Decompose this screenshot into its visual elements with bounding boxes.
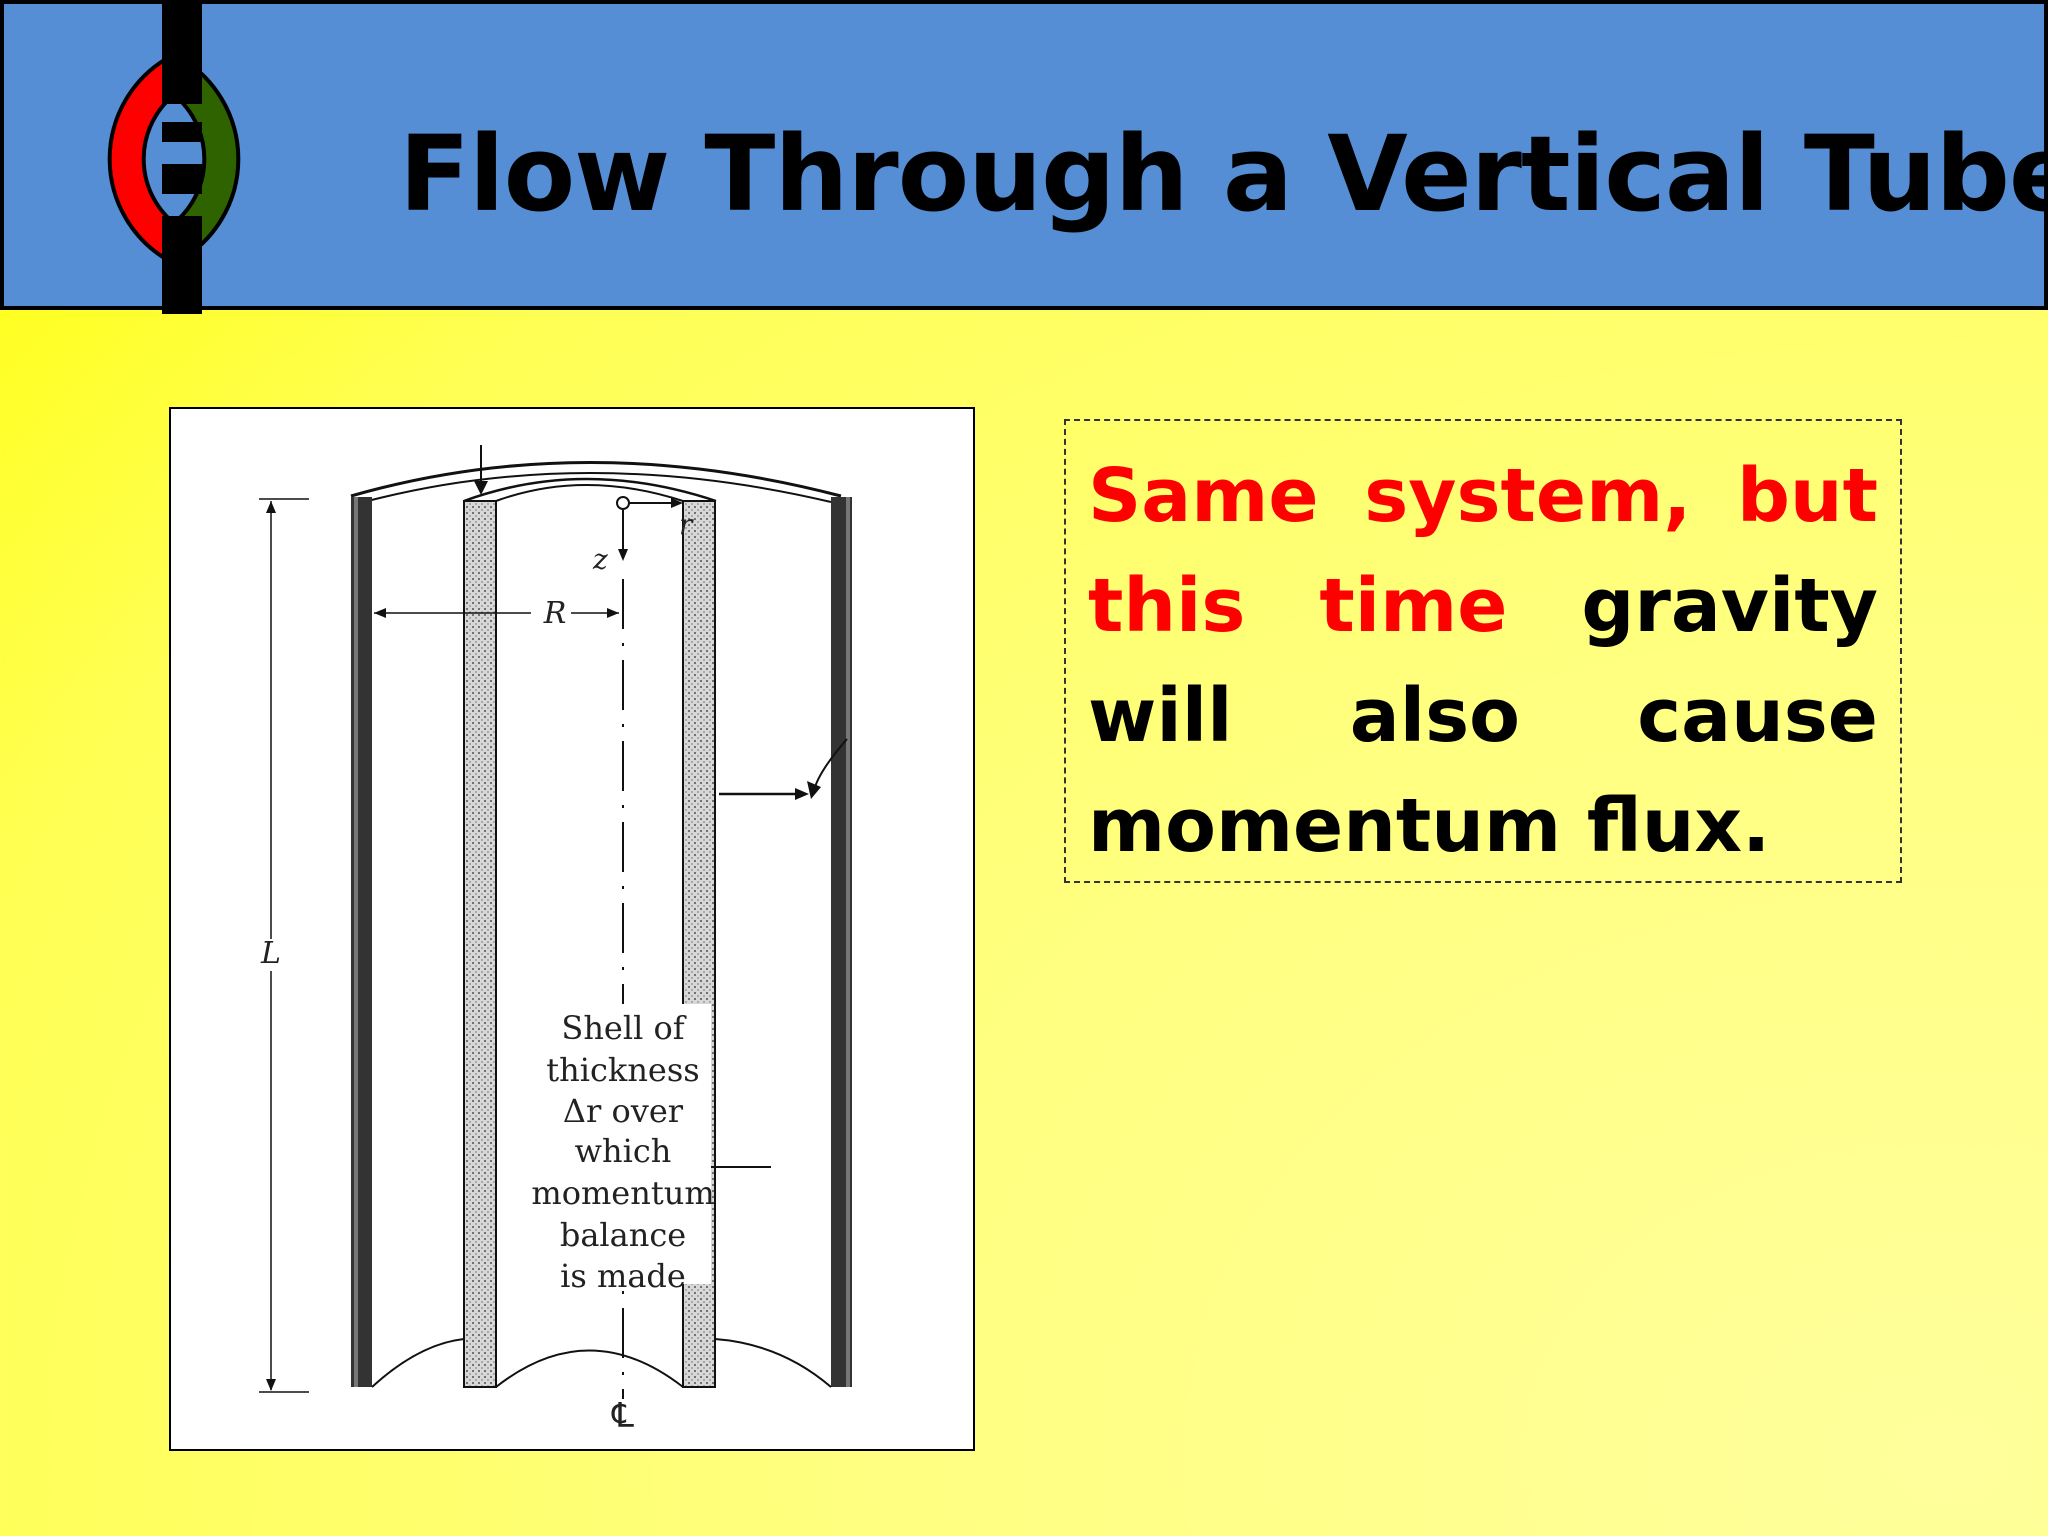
tube-diagram-panel: L r z ℄ R Shell of thickness Δr over <box>169 407 975 1451</box>
radius-label: R <box>543 596 567 631</box>
length-label: L <box>260 936 281 971</box>
slide-header: Flow Through a Vertical Tube <box>0 0 2048 314</box>
z-axis-label: z <box>592 543 608 576</box>
slide-title: Flow Through a Vertical Tube <box>399 113 2048 235</box>
outer-wall-left-hatch <box>354 497 358 1387</box>
shell-note-line-5: momentum <box>531 1174 714 1212</box>
shell-note-line-2: thickness <box>546 1051 699 1089</box>
bottom-arc-outer <box>371 1338 465 1388</box>
r-axis-label: r <box>679 508 694 541</box>
body-text: gravity will also cause momentum flux. <box>1088 563 1878 869</box>
shell-top-inner <box>495 484 684 502</box>
explanation-textbox: Same system, but this time gravity will … <box>1064 419 1902 883</box>
tube-diagram: L r z ℄ R Shell of thickness Δr over <box>259 445 852 1436</box>
tube-top-rim-outer <box>350 461 842 498</box>
bottom-arc-shell <box>495 1349 684 1388</box>
shell-top-outer <box>463 477 717 503</box>
bottom-arc-right <box>714 1338 832 1388</box>
tube-top-rim-inner <box>363 472 832 503</box>
shell-note-line-7: is made <box>560 1257 686 1295</box>
highlighted-text: Same system, but this time <box>1088 453 1878 649</box>
shell-note-line-3: Δr over <box>563 1092 684 1130</box>
shell-note-line-1: Shell of <box>561 1009 686 1047</box>
outer-wall-right-hatch <box>846 497 850 1387</box>
centerline-symbol: ℄ <box>611 1396 634 1436</box>
shell-left <box>463 500 497 1388</box>
shell-note-line-4: which <box>575 1132 672 1170</box>
logo-icon <box>107 4 241 314</box>
explanation-text: Same system, but this time gravity will … <box>1088 441 1878 881</box>
origin-marker <box>616 496 630 510</box>
shell-note-line-6: balance <box>560 1216 686 1254</box>
